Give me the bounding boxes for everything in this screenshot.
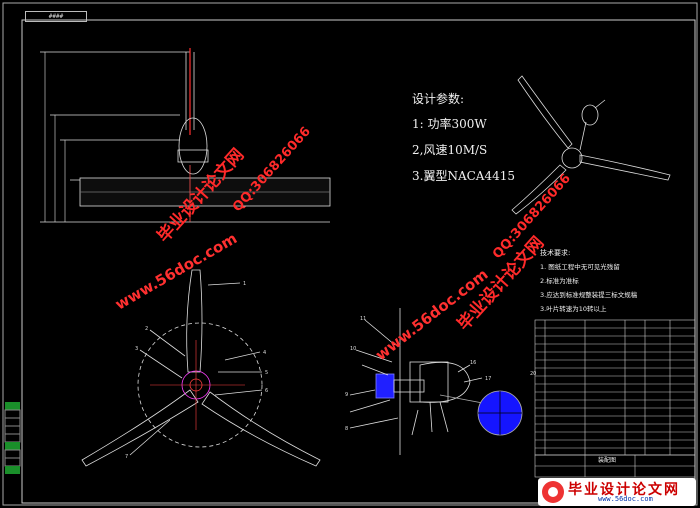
balloon: 6 xyxy=(265,388,268,394)
balloon: 2 xyxy=(145,326,148,332)
bom-table xyxy=(534,319,696,478)
tech-requirements-title: 技术要求: xyxy=(540,249,571,257)
balloon: 10 xyxy=(350,346,356,352)
balloon: 17 xyxy=(485,376,491,382)
tech-requirement-line: 1. 图纸工程中无可见光残留 xyxy=(540,263,620,271)
isometric-turbine xyxy=(511,75,671,215)
logo-text: 毕业设计论文网 xyxy=(568,482,680,498)
balloon: 9 xyxy=(345,392,348,398)
balloon: 7 xyxy=(125,454,128,460)
side-view-top xyxy=(40,48,331,223)
logo-url: www.56doc.com xyxy=(598,495,653,503)
site-logo[interactable]: 毕业设计论文网 www.56doc.com xyxy=(538,478,696,506)
top-left-drawing-tag: #### xyxy=(25,11,87,22)
balloon: 4 xyxy=(263,350,266,356)
drawing-inner-frame xyxy=(21,19,696,504)
design-parameter-line: 2,风速10M/S xyxy=(412,143,488,157)
logo-icon-inner xyxy=(548,487,558,497)
front-view-rotor xyxy=(81,269,321,467)
balloon: 11 xyxy=(360,316,366,322)
design-parameters: 设计参数: 1: 功率300W 2,风速10M/S 3.翼型NACA4415 xyxy=(412,90,515,193)
tech-requirement-line: 2.标准为准标 xyxy=(540,277,579,285)
balloon: 16 xyxy=(470,360,476,366)
left-strip xyxy=(4,402,21,474)
tech-requirement-line: 3.应达到标准规整装提三标文规稿 xyxy=(540,291,638,299)
balloon: 3 xyxy=(135,346,138,352)
balloon: 8 xyxy=(345,426,348,432)
technical-requirements: 技术要求: 1. 图纸工程中无可见光残留 2.标准为准标 3.应达到标准规整装提… xyxy=(540,246,637,316)
title-block-name: 装配图 xyxy=(598,457,617,464)
tech-requirement-line: 3.叶片转速为10转以上 xyxy=(540,305,607,313)
design-parameter-line: 1: 功率300W xyxy=(412,117,487,131)
side-view-hub xyxy=(349,308,523,455)
design-parameters-title: 设计参数: xyxy=(412,92,465,106)
balloon: 20 xyxy=(530,371,536,377)
balloon: 5 xyxy=(265,370,268,376)
design-parameter-line: 3.翼型NACA4415 xyxy=(412,169,516,183)
balloon-labels: 1 2 3 4 5 6 7 11 10 9 8 16 17 20 xyxy=(125,281,536,460)
balloon: 1 xyxy=(243,281,246,287)
